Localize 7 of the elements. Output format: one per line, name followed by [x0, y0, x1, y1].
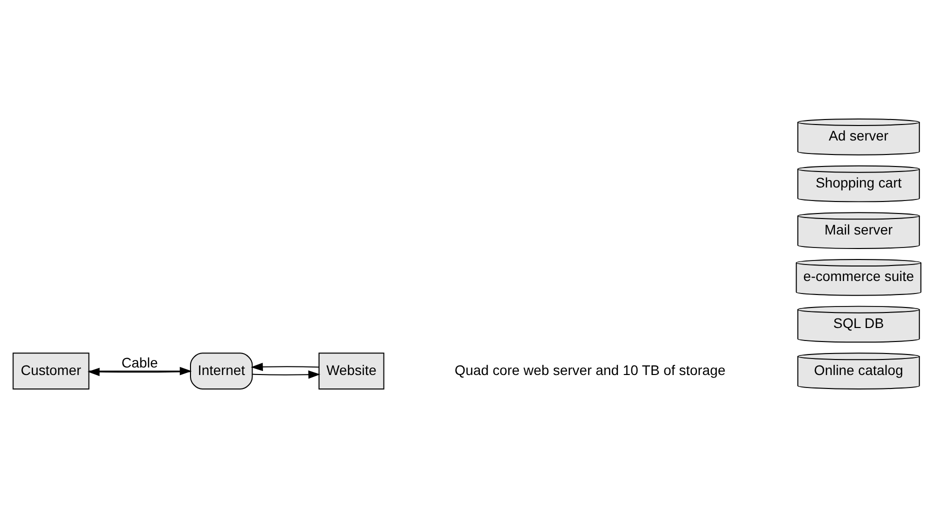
arrow	[250, 362, 320, 372]
edge-label: Cable	[121, 354, 158, 370]
node-box: Internet	[190, 352, 253, 390]
label: Quad core web server and 10 TB of storage	[454, 362, 726, 378]
node-box: Customer	[12, 352, 90, 390]
node-box: Website	[318, 352, 384, 390]
arrow	[252, 370, 320, 379]
